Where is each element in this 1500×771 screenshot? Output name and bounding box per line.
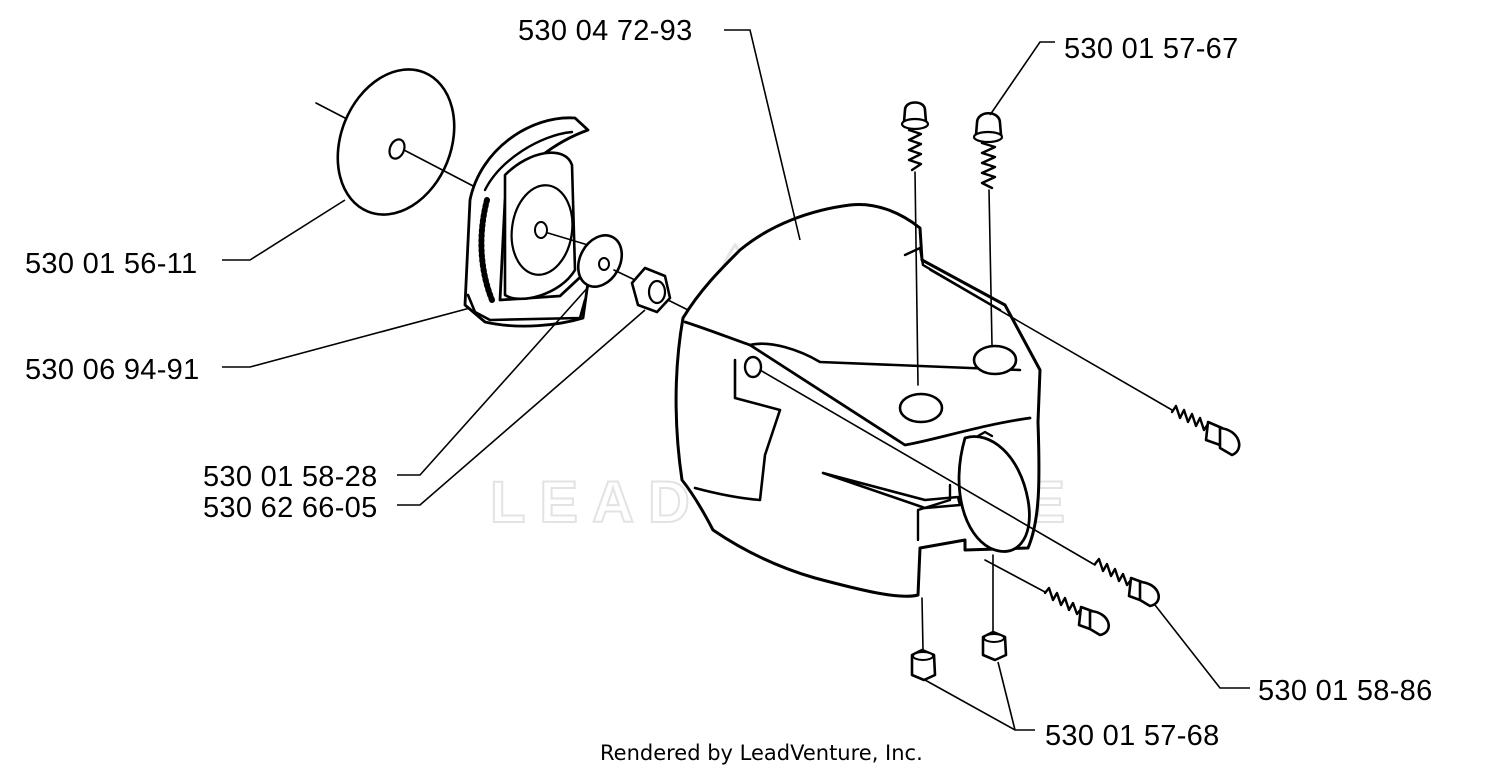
screw-top-right-washer	[972, 130, 1004, 144]
cover-shaft-bore	[957, 435, 1031, 553]
screw-top-left-washer	[900, 117, 930, 131]
pulley-inner-ring	[510, 184, 574, 276]
cover-screw-hole-left	[898, 392, 944, 424]
part-labels: 530 04 72-93 530 01 57-67 530 01 56-11 5…	[25, 15, 1433, 752]
pulley-rim	[483, 130, 574, 192]
screw-side-lower-part	[984, 559, 1110, 637]
label-nut: 530 62 66-05	[203, 492, 378, 524]
cover-lower-step	[693, 358, 782, 502]
cover-top-face	[683, 320, 1032, 447]
cover-edge	[748, 342, 1022, 372]
nut-bottom-right-part	[981, 554, 1008, 662]
pulley-hub-hole	[534, 221, 548, 239]
label-starter-pulley: 530 06 94-91	[25, 354, 200, 386]
nut-bottom-left-top	[912, 651, 934, 661]
washer-hole	[598, 257, 610, 271]
cover-bore-notch	[976, 430, 994, 438]
washer-center-line	[613, 269, 636, 281]
nut-bottom-left-axis	[921, 597, 924, 651]
label-washer: 530 01 58-28	[203, 461, 378, 493]
pulley-flange	[466, 293, 587, 322]
leader-lines	[222, 29, 1250, 731]
screw-right-upper-part	[929, 269, 1241, 457]
cover-groove	[821, 471, 962, 510]
disc-hole	[388, 138, 406, 160]
cover-screw-hole-right	[972, 344, 1018, 376]
leader-washer	[397, 284, 591, 476]
leader-cover	[724, 29, 801, 241]
screw-side-lower-head	[1088, 609, 1110, 637]
leader-disc	[222, 199, 346, 261]
nut-bottom-right-top	[983, 633, 1005, 643]
label-screw-side: 530 01 58-86	[1258, 675, 1433, 707]
starter-pulley-part	[463, 116, 599, 328]
disc-part	[315, 68, 501, 216]
screw-side-upper-head	[1138, 580, 1160, 608]
cover-part	[674, 202, 1042, 598]
label-screw-top: 530 01 57-67	[1064, 33, 1239, 65]
footer-credit: Rendered by LeadVenture, Inc.	[600, 741, 923, 765]
screw-side-lower-axis	[984, 559, 1046, 593]
disc-axis-leader	[315, 102, 346, 119]
nut-part	[630, 266, 693, 314]
screw-side-upper-axis	[759, 369, 1096, 566]
screw-top-right-thread	[980, 141, 997, 190]
screw-right-upper-thread	[1170, 404, 1210, 432]
nut-face	[647, 279, 667, 305]
screw-right-upper-axis	[929, 269, 1173, 411]
leader-screw-side	[1154, 604, 1250, 689]
screw-top-right-part	[972, 111, 1004, 346]
screw-side-upper-thread	[1093, 557, 1133, 587]
screw-top-right-head	[974, 111, 1003, 137]
cover-side-hole	[743, 355, 763, 379]
leader-screw-top	[989, 41, 1055, 116]
screw-side-upper-part	[759, 369, 1160, 608]
screw-top-left-thread	[907, 128, 923, 172]
leader-starter-pulley	[222, 307, 471, 368]
label-disc: 530 01 56-11	[25, 248, 197, 280]
pulley-teeth	[478, 197, 495, 303]
leader-nut-bottom-left	[924, 679, 1035, 731]
screw-top-right-axis	[988, 189, 993, 346]
screw-right-upper-head	[1218, 426, 1241, 457]
cover-front-shoulder	[916, 483, 952, 542]
screw-top-left-axis	[914, 171, 919, 386]
leader-nut-bottom-right	[997, 661, 1016, 731]
label-nut-bottom: 530 01 57-68	[1045, 720, 1220, 752]
screw-top-left-part	[900, 101, 930, 386]
screw-side-lower-thread	[1043, 586, 1083, 616]
nut-bottom-left-part	[910, 597, 937, 682]
label-cover: 530 04 72-93	[518, 15, 693, 47]
washer-part	[576, 234, 636, 288]
leader-nut	[397, 309, 646, 506]
